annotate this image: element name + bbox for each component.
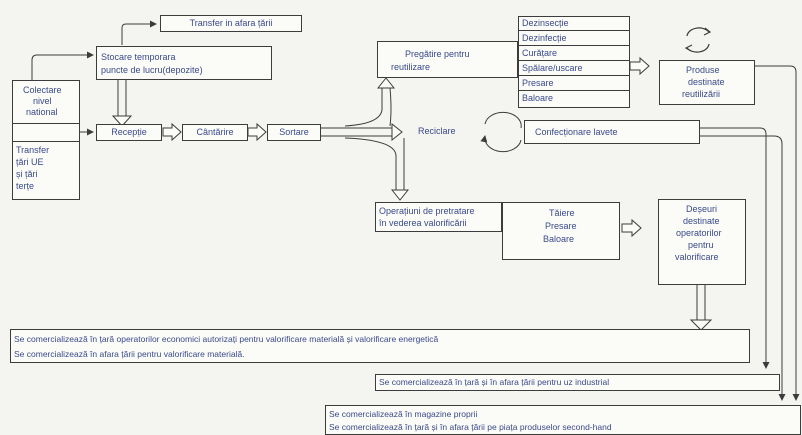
- colectare-line-3: national: [26, 107, 58, 117]
- deseuri-line-2: destinate: [683, 216, 720, 226]
- cantarire-box: Cântărire: [182, 124, 248, 141]
- transfer-ue-line-3: și țări: [16, 169, 38, 179]
- op-curatare: Curățare: [519, 47, 629, 61]
- arrow-produse-secondhand: [755, 65, 800, 401]
- op-dezinfectie: Dezinfecție: [519, 32, 629, 46]
- transfer-ue-line-4: terțe: [16, 181, 35, 191]
- pretratare-line-2: în vederea valorificării: [379, 218, 467, 228]
- note-industrial-line: Se comercializează în țară și în afara ț…: [379, 377, 610, 387]
- arrow-confectionare-secondhand: [700, 135, 786, 401]
- pregatire-box: Pregătire pentru reutilizare: [377, 41, 518, 78]
- deseuri-line-1: Deșeuri: [686, 204, 718, 214]
- note-second-hand: Se comercializează în magazine proprii S…: [325, 405, 801, 435]
- arrow-colectare-stocare: [31, 51, 94, 80]
- sortare-box: Sortare: [267, 124, 321, 141]
- pregatire-ops-box: Dezinsecție Dezinfecție Curățare Spălare…: [518, 16, 630, 108]
- stocare-box: Stocare temporara puncte de lucru(depozi…: [96, 46, 272, 80]
- deseuri-line-5: valorificare: [675, 252, 719, 262]
- note-valorificare-line-2: Se comercializează în afara țării pentru…: [14, 349, 245, 359]
- arrow-stocare-receptie: [117, 80, 127, 116]
- stocare-line-2: puncte de lucru(depozite): [101, 65, 203, 75]
- op-presare: Presare: [519, 77, 629, 91]
- produse-box: Produse destinate reutilizării: [659, 60, 755, 105]
- sortare-label: Sortare: [279, 127, 309, 137]
- note-second-hand-line-2: Se comercializează în țară și în afara ț…: [329, 422, 612, 432]
- note-valorificare: Se comercializează în țară operatorilor …: [10, 329, 750, 363]
- reuse-cycle-icon: [684, 27, 712, 53]
- reciclare-label: Reciclare: [418, 126, 456, 136]
- pregatire-line-2: reutilizare: [391, 62, 431, 72]
- arrow-deseuri-valorificare: [696, 284, 706, 320]
- op-baloare-2: Baloare: [543, 234, 575, 244]
- pretratare-box: Operațiuni de pretratare în vederea valo…: [375, 202, 502, 232]
- deseuri-box: Deșeuri destinate operatorilor pentru va…: [658, 199, 746, 285]
- transfer-afara-box: Transfer in afara țării: [160, 15, 302, 32]
- arrow-sortare-pregatire: [344, 87, 392, 127]
- op-spalare: Spălare/uscare: [519, 62, 629, 76]
- pretratare-ops-box: Tăiere Presare Baloare: [502, 202, 620, 260]
- op-dezinsectie: Dezinsecție: [519, 17, 629, 31]
- arrow-pregatire-produse: [629, 56, 650, 76]
- produse-line-3: reutilizării: [682, 89, 721, 99]
- note-industrial: Se comercializează în țară și în afara ț…: [375, 374, 780, 391]
- deseuri-line-4: pentru: [688, 240, 714, 250]
- note-second-hand-line-1: Se comercializează în magazine proprii: [329, 409, 478, 419]
- colectare-line-2: nivel: [33, 96, 52, 106]
- confectionare-box: Confecționare lavete: [524, 120, 700, 144]
- deseuri-line-3: operatorilor: [676, 228, 722, 238]
- confectionare-label: Confecționare lavete: [535, 127, 618, 137]
- arrow-stocare-transfer: [121, 20, 157, 45]
- arrow-receptie-cantarire: [162, 122, 182, 142]
- pregatire-line-1: Pregătire pentru: [405, 49, 470, 59]
- stocare-line-1: Stocare temporara: [101, 52, 176, 62]
- arrow-confectionare-industrial: [700, 127, 770, 369]
- produse-line-2: destinate: [688, 77, 725, 87]
- produse-line-1: Produse: [686, 65, 720, 75]
- op-taiere: Tăiere: [549, 208, 575, 218]
- arrow-pretratare-deseuri: [621, 218, 642, 238]
- pretratare-line-1: Operațiuni de pretratare: [379, 206, 475, 216]
- receptie-label: Recepție: [111, 127, 147, 137]
- cantarire-label: Cântărire: [196, 127, 234, 137]
- colectare-box: Colectare nivel national Transfer țări U…: [12, 80, 80, 200]
- transfer-ue-line-1: Transfer: [16, 145, 50, 155]
- transfer-ue-line-2: țări UE: [16, 157, 44, 167]
- op-presare-2: Presare: [545, 221, 577, 231]
- colectare-line-1: Colectare: [23, 85, 62, 95]
- arrow-sortare-reciclare: [320, 127, 392, 137]
- op-baloare: Baloare: [522, 93, 554, 103]
- transfer-afara-label: Transfer in afara țării: [189, 18, 273, 28]
- note-valorificare-line-1: Se comercializează în țară operatorilor …: [14, 334, 439, 344]
- cycle-arrows: [485, 111, 522, 153]
- arrow-cantarire-sortare: [247, 122, 267, 142]
- arrow-sortare-pretratare: [344, 137, 405, 190]
- receptie-box: Recepție: [96, 124, 162, 141]
